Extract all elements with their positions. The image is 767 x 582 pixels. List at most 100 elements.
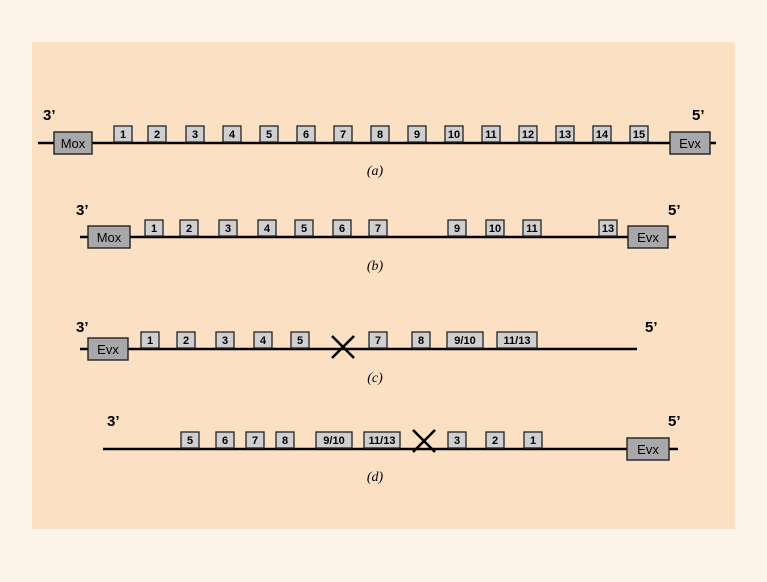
gene-box [253, 331, 273, 349]
panel-caption: (a) [367, 164, 384, 179]
gene-box [481, 125, 501, 143]
gene-label: 13 [602, 223, 614, 235]
flank-block-right [627, 225, 669, 249]
gene-box [485, 219, 505, 237]
gene-box [368, 219, 388, 237]
gene-box [218, 219, 238, 237]
gene-box [215, 331, 235, 349]
gene-box [245, 431, 265, 449]
gene-label: 11/13 [369, 435, 396, 447]
gene-label: 8 [377, 129, 383, 141]
gene-label: 11 [526, 223, 538, 235]
panel-caption: (d) [367, 470, 384, 485]
gene-box [257, 219, 277, 237]
gene-box [598, 219, 618, 237]
gene-label: 5 [297, 335, 303, 347]
gene-label: 4 [260, 335, 267, 347]
gene-label: 3 [192, 129, 198, 141]
gene-label: 10 [489, 223, 501, 235]
gene-label: 7 [340, 129, 346, 141]
gene-label: 2 [154, 129, 160, 141]
gene-label: 3 [225, 223, 231, 235]
gene-label: 13 [559, 129, 571, 141]
gene-label: 9 [454, 223, 460, 235]
gene-box [592, 125, 612, 143]
five-prime-label: 5’ [645, 319, 658, 336]
panel-caption: (b) [367, 259, 384, 274]
gene-label: 12 [522, 129, 534, 141]
gene-box [185, 125, 205, 143]
gene-box [176, 331, 196, 349]
gene-box [370, 125, 390, 143]
gene-box [140, 331, 160, 349]
gene-label: 7 [252, 435, 258, 447]
gene-box [446, 331, 484, 349]
flank-label-evx: Evx [679, 136, 701, 151]
gene-box [447, 431, 467, 449]
gene-box [144, 219, 164, 237]
three-prime-label: 3’ [76, 202, 89, 219]
gene-box [485, 431, 505, 449]
three-prime-label: 3’ [76, 319, 89, 336]
gene-label: 2 [183, 335, 189, 347]
gene-label: 6 [303, 129, 309, 141]
flank-block-left [87, 337, 129, 361]
flank-label-mox: Mox [97, 230, 122, 245]
gene-label: 5 [187, 435, 193, 447]
gene-label: 14 [596, 129, 609, 141]
flank-label-evx: Evx [637, 442, 659, 457]
five-prime-label: 5’ [668, 202, 681, 219]
gene-box [368, 331, 388, 349]
gene-label: 5 [266, 129, 272, 141]
gene-box [222, 125, 242, 143]
gene-label: 2 [492, 435, 498, 447]
flank-block-right [626, 437, 670, 461]
gene-box [147, 125, 167, 143]
gene-box [275, 431, 295, 449]
gene-box [523, 431, 543, 449]
gene-label: 9/10 [454, 335, 475, 347]
gene-box [363, 431, 401, 449]
gene-label: 3 [454, 435, 460, 447]
gene-box [259, 125, 279, 143]
gene-box [444, 125, 464, 143]
gene-label: 4 [229, 129, 236, 141]
gene-label: 6 [339, 223, 345, 235]
gene-box [518, 125, 538, 143]
flank-label-evx: Evx [637, 230, 659, 245]
gene-box [522, 219, 542, 237]
gene-box [447, 219, 467, 237]
flank-block-left [87, 225, 131, 249]
gene-box [496, 331, 538, 349]
three-prime-label: 3’ [107, 413, 120, 430]
three-prime-label: 3’ [43, 107, 56, 124]
deletion-x-icon [331, 335, 355, 359]
gene-box [215, 431, 235, 449]
gene-box [294, 219, 314, 237]
flank-label-evx: Evx [97, 342, 119, 357]
gene-label: 1 [120, 129, 126, 141]
gene-label: 4 [264, 223, 271, 235]
deletion-x-icon [412, 429, 436, 453]
gene-box [629, 125, 649, 143]
gene-box [296, 125, 316, 143]
gene-box [290, 331, 310, 349]
gene-box [407, 125, 427, 143]
gene-label: 6 [222, 435, 228, 447]
gene-label: 15 [633, 129, 645, 141]
gene-label: 9/10 [323, 435, 344, 447]
gene-box [113, 125, 133, 143]
five-prime-label: 5’ [692, 107, 705, 124]
gene-label: 11/13 [504, 335, 531, 347]
gene-box [555, 125, 575, 143]
gene-label: 11 [485, 129, 497, 141]
flank-block-right [669, 131, 711, 155]
gene-box [333, 125, 353, 143]
gene-label: 10 [448, 129, 460, 141]
gene-box [411, 331, 431, 349]
five-prime-label: 5’ [668, 413, 681, 430]
